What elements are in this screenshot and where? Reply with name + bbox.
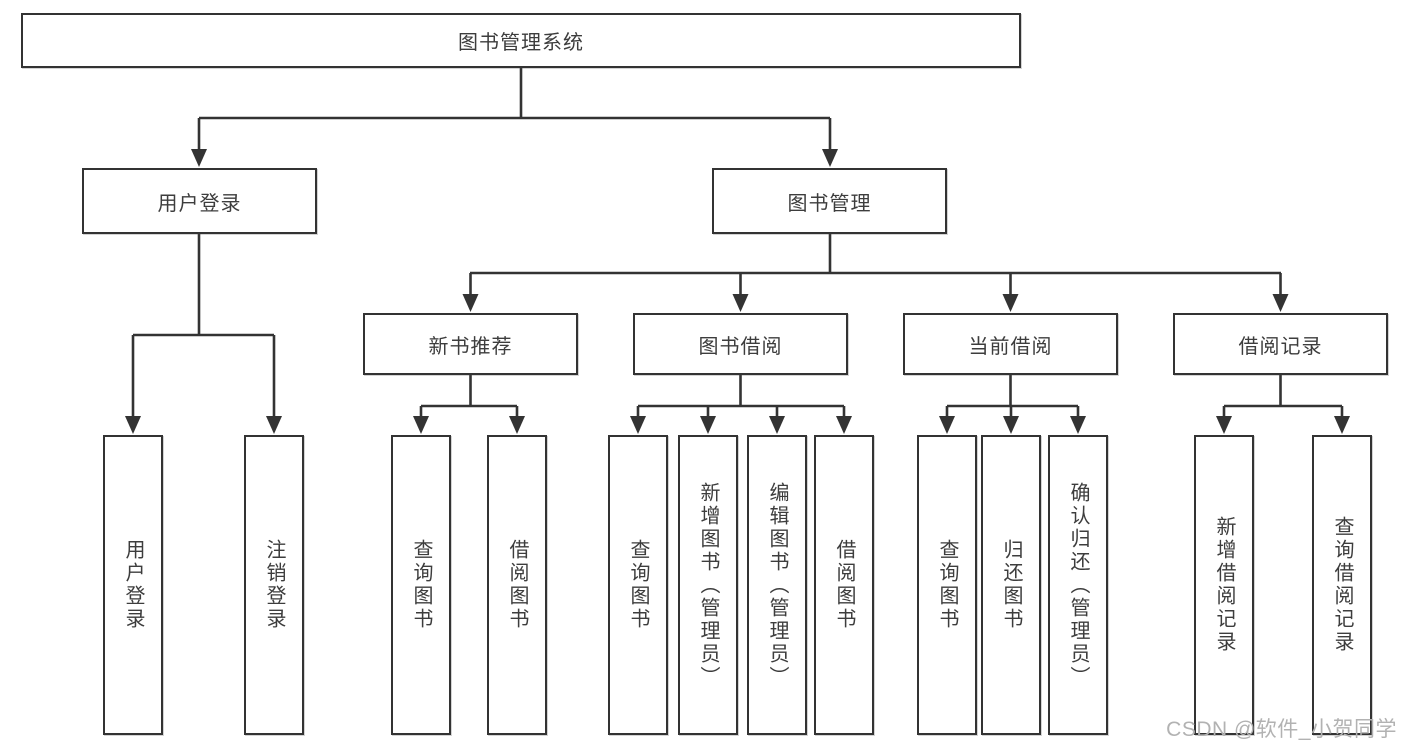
leaf-query-books-current: 查询图书 bbox=[917, 435, 977, 735]
node-book-borrowing: 图书借阅 bbox=[633, 313, 848, 375]
leaf-return-books: 归还图书 bbox=[981, 435, 1041, 735]
node-borrowing-records: 借阅记录 bbox=[1173, 313, 1388, 375]
leaf-add-books-admin: 新增图书（管理员） bbox=[678, 435, 738, 735]
leaf-query-borrow-record: 查询借阅记录 bbox=[1312, 435, 1372, 735]
node-label: 新增借阅记录 bbox=[1213, 516, 1235, 654]
node-label: 查询图书 bbox=[410, 539, 432, 631]
node-current-borrowing: 当前借阅 bbox=[903, 313, 1118, 375]
node-library-management-system: 图书管理系统 bbox=[21, 13, 1021, 68]
node-label: 当前借阅 bbox=[968, 335, 1053, 358]
leaf-query-books-recommend: 查询图书 bbox=[391, 435, 451, 735]
node-label: 编辑图书（管理员） bbox=[766, 481, 788, 689]
node-new-book-recommend: 新书推荐 bbox=[363, 313, 578, 375]
node-label: 图书借阅 bbox=[698, 335, 783, 358]
leaf-confirm-return-admin: 确认归还（管理员） bbox=[1048, 435, 1108, 735]
watermark: CSDN @软件_小贺同学 bbox=[1166, 718, 1397, 741]
leaf-edit-books-admin: 编辑图书（管理员） bbox=[747, 435, 807, 735]
node-label: 查询图书 bbox=[627, 539, 649, 631]
node-label: 图书管理 bbox=[787, 192, 872, 215]
leaf-logout: 注销登录 bbox=[244, 435, 304, 735]
node-label: 用户登录 bbox=[157, 192, 242, 215]
node-label: 确认归还（管理员） bbox=[1067, 481, 1089, 689]
leaf-user-login: 用户登录 bbox=[103, 435, 163, 735]
leaf-borrow-books: 借阅图书 bbox=[814, 435, 874, 735]
node-label: 借阅记录 bbox=[1238, 335, 1323, 358]
leaf-add-borrow-record: 新增借阅记录 bbox=[1194, 435, 1254, 735]
node-book-management: 图书管理 bbox=[712, 168, 947, 234]
node-label: 新书推荐 bbox=[428, 335, 513, 358]
node-label: 新增图书（管理员） bbox=[697, 481, 719, 689]
node-user-login: 用户登录 bbox=[82, 168, 317, 234]
node-label: 图书管理系统 bbox=[458, 32, 584, 54]
node-label: 归还图书 bbox=[1000, 539, 1022, 631]
node-label: 查询借阅记录 bbox=[1331, 516, 1353, 654]
node-label: 注销登录 bbox=[263, 539, 285, 631]
node-label: 借阅图书 bbox=[833, 539, 855, 631]
node-label: 借阅图书 bbox=[506, 539, 528, 631]
node-label: 用户登录 bbox=[122, 539, 144, 631]
node-label: 查询图书 bbox=[936, 539, 958, 631]
leaf-borrow-books-recommend: 借阅图书 bbox=[487, 435, 547, 735]
leaf-query-books-borrow: 查询图书 bbox=[608, 435, 668, 735]
